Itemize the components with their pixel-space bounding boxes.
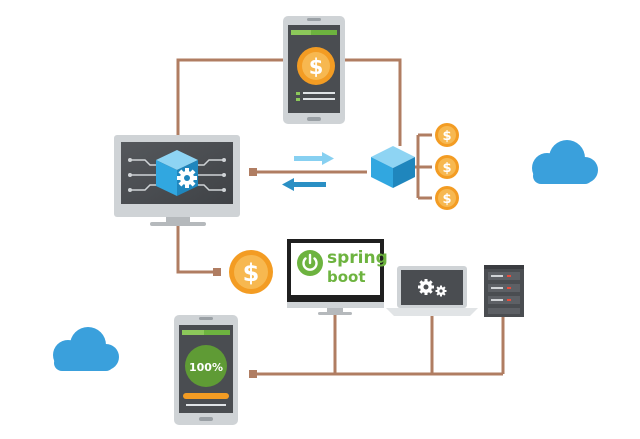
monitor-spring-boot: spring boot [287,239,388,315]
monitor-main [114,135,240,226]
connector-top-phone-left [176,58,283,138]
connector-monitor-to-coin [176,222,216,274]
power-icon [302,253,318,271]
gear-icon [418,279,434,295]
action-bar [183,393,229,399]
phone-bottom: 100% [174,315,238,425]
gear-icon [435,285,447,297]
coin-symbol: $ [309,55,324,79]
coin-group: $ $ $ [435,123,459,210]
cloud-icon [53,327,119,371]
coin-icon: $ [435,155,459,179]
svg-text:$: $ [243,259,260,287]
arrow-left [282,178,326,191]
svg-text:$: $ [442,161,451,176]
cloud-icon [532,140,598,184]
phone-top: $ [283,16,345,124]
progress-circle: 100% [185,345,227,387]
list-line [296,98,300,101]
list-line [186,404,226,406]
cube-icon-service [371,146,415,188]
connector-end-square [249,168,257,176]
list-line [303,98,335,100]
coin-icon-large: $ [229,250,273,294]
coin-icon: $ [435,123,459,147]
connector-end-square [249,370,257,378]
gear-icon [177,168,197,188]
connector-end-square [213,268,221,276]
progress-text: 100% [189,361,223,374]
svg-text:$: $ [442,192,451,207]
arrow-right [294,152,334,165]
connectors [176,58,505,376]
spring-logo [297,250,323,276]
list-line [303,92,335,94]
list-line [296,92,300,95]
laptop [386,266,478,316]
coin-icon: $ [435,186,459,210]
phone-header-bar [291,30,337,35]
boot-text: boot [327,268,366,286]
spring-text: spring [327,248,388,268]
phone-header-bar [182,330,230,335]
svg-text:$: $ [442,129,451,144]
server-rack-icon [484,265,524,317]
connector-top-phone-right [344,58,402,146]
